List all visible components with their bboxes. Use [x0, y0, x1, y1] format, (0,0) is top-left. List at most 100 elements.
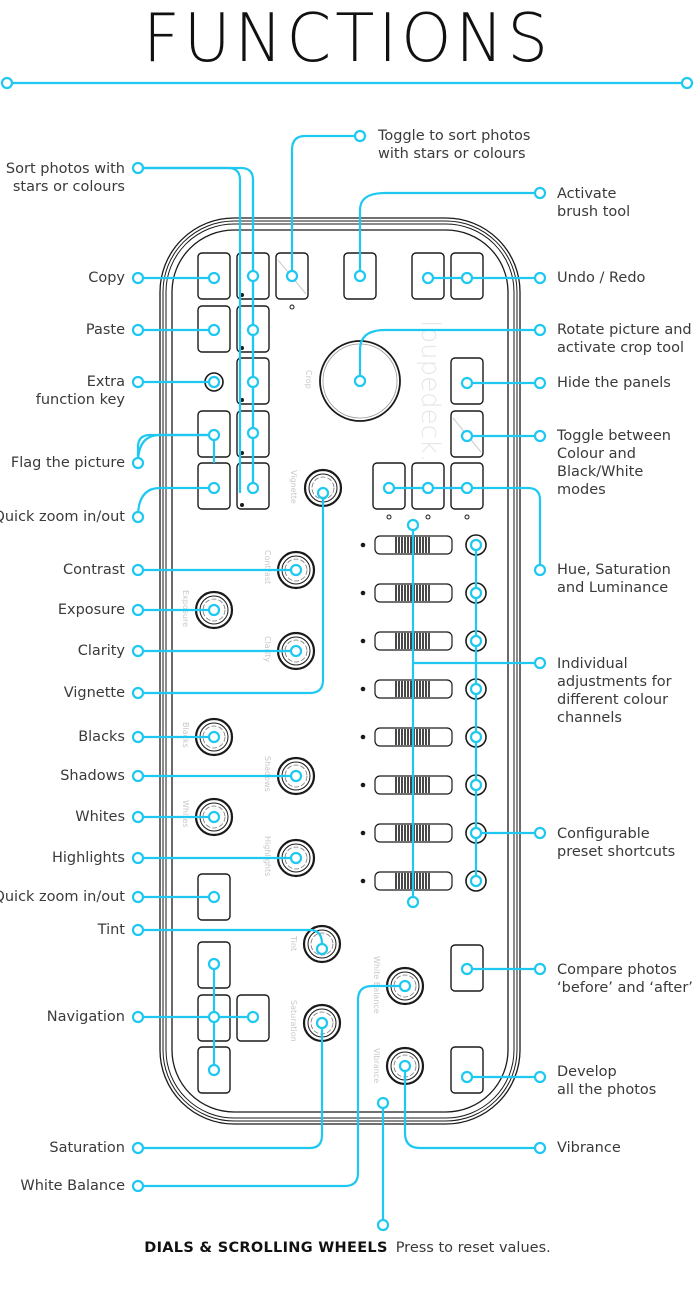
- callout-line: [403, 1066, 540, 1150]
- callout-line: [358, 328, 540, 381]
- callout-dot: [289, 851, 303, 865]
- label-line: all the photos: [557, 1082, 657, 1098]
- callout-dot: [469, 730, 483, 744]
- callout-dot: [315, 1016, 329, 1030]
- callout-dot: [533, 271, 547, 285]
- label-line: brush tool: [557, 204, 631, 220]
- callout-line: [474, 545, 540, 881]
- caption-bold: DIALS & SCROLLING WHEELS: [144, 1240, 388, 1256]
- label-quick-zoom-1: Quick zoom in/out: [0, 509, 125, 525]
- dial-grip: [284, 846, 308, 870]
- callout-dot: [398, 979, 412, 993]
- callout-dot: [207, 890, 221, 904]
- label-exposure: Exposure: [57, 602, 125, 618]
- label-line: Rotate picture and: [557, 322, 692, 338]
- callout-dot: [131, 456, 145, 470]
- device-brand: loupedeck.: [415, 320, 445, 462]
- label-line: adjustments for: [557, 674, 672, 690]
- callout-dot: [469, 586, 483, 600]
- label-highlights: Highlights: [51, 850, 125, 866]
- callout-dot: [421, 271, 435, 285]
- callout-dot: [533, 962, 547, 976]
- caption-text: Press to reset values.: [395, 1240, 551, 1256]
- callout-line: [138, 964, 253, 1070]
- dial-grip: [393, 974, 417, 998]
- device-label-exposure: Exposure: [181, 590, 190, 627]
- wheel-indicator-dot: [360, 542, 366, 548]
- device-label-tint: Tint: [289, 935, 298, 951]
- callout-line: [138, 984, 405, 1188]
- callout-dot: [207, 810, 221, 824]
- label-line: modes: [557, 482, 606, 498]
- callout-dot: [131, 510, 145, 524]
- label-line: Sort photos with: [5, 161, 125, 177]
- callout-dot: [460, 429, 474, 443]
- callout-dot: [207, 481, 221, 495]
- callout-dot: [207, 375, 221, 389]
- callout-dot: [131, 375, 145, 389]
- callout-dot: [207, 730, 221, 744]
- callout-line: [290, 134, 360, 276]
- callout-dot: [246, 323, 260, 337]
- dial-grip: [202, 805, 226, 829]
- callout-dot: [469, 682, 483, 696]
- callout-dot: [246, 375, 260, 389]
- label-line: Configurable: [557, 826, 650, 842]
- callout-dot: [207, 957, 221, 971]
- label-undo-redo: Undo / Redo: [557, 270, 646, 286]
- callout-line: [138, 1023, 324, 1150]
- key-indicator-led: [464, 514, 470, 520]
- callout-dot: [131, 851, 145, 865]
- callout-dot: [0, 76, 14, 90]
- device-label-whites: Whites: [181, 800, 190, 827]
- callout-dot: [533, 323, 547, 337]
- dial-grip: [202, 598, 226, 622]
- callout-dot: [246, 481, 260, 495]
- label-white-balance: White Balance: [20, 1178, 125, 1194]
- label-shadows: Shadows: [60, 768, 125, 784]
- callout-dot: [469, 778, 483, 792]
- key-indicator-dot: [240, 503, 244, 507]
- callout-dots: [0, 76, 694, 1232]
- callout-dot: [246, 269, 260, 283]
- device-label-highlights: Highlights: [263, 836, 272, 876]
- label-vignette: Vignette: [63, 685, 125, 701]
- callout-dot: [289, 644, 303, 658]
- label-clarity: Clarity: [77, 643, 125, 659]
- device-label-blacks: Blacks: [181, 722, 190, 748]
- dial-grip: [284, 639, 308, 663]
- callout-dot: [131, 730, 145, 744]
- callout-line: [138, 928, 324, 945]
- callout-dot: [131, 271, 145, 285]
- callout-dot: [131, 769, 145, 783]
- label-saturation: Saturation: [49, 1140, 125, 1156]
- callout-dot: [382, 481, 396, 495]
- label-line: preset shortcuts: [557, 844, 676, 860]
- callout-dot: [469, 634, 483, 648]
- callout-dot: [131, 810, 145, 824]
- label-line: with stars or colours: [378, 146, 526, 162]
- label-contrast: Contrast: [63, 562, 125, 578]
- device-label-clarity: Clarity: [263, 636, 272, 662]
- label-line: different colour: [557, 692, 669, 708]
- callout-dot: [316, 486, 330, 500]
- callout-dot: [289, 563, 303, 577]
- callout-dot: [353, 129, 367, 143]
- callout-dot: [246, 426, 260, 440]
- device-label-vibrance: Vibrance: [372, 1048, 381, 1083]
- device-label-white-balance: White Balance: [372, 956, 381, 1014]
- callout-dot: [131, 1010, 145, 1024]
- dial-ring: [307, 929, 337, 959]
- callout-dot: [469, 874, 483, 888]
- wheel-indicator-dot: [360, 734, 366, 740]
- callout-dot: [460, 481, 474, 495]
- page-title: FUNCTIONS: [142, 0, 553, 78]
- callout-dot: [533, 563, 547, 577]
- callout-dot: [460, 271, 474, 285]
- scroll-wheels: [360, 534, 487, 892]
- callout-dot: [353, 374, 367, 388]
- device-label-shadows: Shadows: [263, 756, 272, 792]
- label-line: and Luminance: [557, 580, 669, 596]
